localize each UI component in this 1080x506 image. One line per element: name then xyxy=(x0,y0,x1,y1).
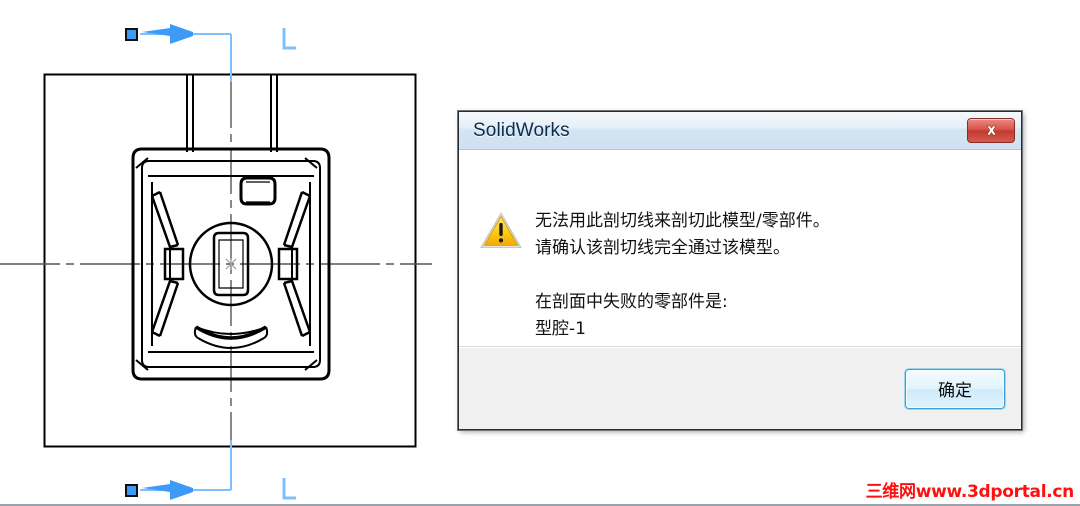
close-icon xyxy=(985,125,997,136)
section-line-handle-top[interactable] xyxy=(125,28,138,41)
dialog-message: 无法用此剖切线来剖切此模型/零部件。 请确认该剖切线完全通过该模型。 在剖面中失… xyxy=(535,208,830,343)
arc-rib xyxy=(195,325,267,340)
warning-triangle-icon xyxy=(480,212,522,248)
center-point-marker xyxy=(225,258,237,270)
message-spacer xyxy=(535,262,830,289)
dialog-titlebar: SolidWorks xyxy=(459,112,1021,150)
dialog-title: SolidWorks xyxy=(473,119,570,141)
part-outline xyxy=(131,147,331,381)
section-direction-arrow-bottom[interactable] xyxy=(142,480,193,500)
section-line-handle-bottom[interactable] xyxy=(125,484,138,497)
dialog-footer: 确定 xyxy=(459,347,1021,429)
dialog-body: 无法用此剖切线来剖切此模型/零部件。 请确认该剖切线完全通过该模型。 在剖面中失… xyxy=(459,150,1021,347)
projection-lines xyxy=(186,75,278,152)
section-letter-bottom[interactable] xyxy=(282,478,296,500)
message-line-1: 无法用此剖切线来剖切此模型/零部件。 xyxy=(535,211,830,231)
close-button[interactable] xyxy=(967,118,1015,143)
site-watermark: 三维网www.3dportal.cn xyxy=(865,482,1075,502)
section-direction-arrow-top[interactable] xyxy=(142,24,193,44)
message-line-5: 型腔-1 xyxy=(535,319,586,339)
section-letter-top[interactable] xyxy=(282,28,296,50)
ok-button[interactable]: 确定 xyxy=(905,368,1005,409)
section-line-group[interactable] xyxy=(125,24,296,500)
solidworks-message-dialog[interactable]: SolidWorks 无法用此剖切线来剖切此模型/零部件。 请 xyxy=(458,111,1022,430)
small-slot xyxy=(239,176,277,206)
message-line-2: 请确认该剖切线完全通过该模型。 xyxy=(535,238,790,258)
center-circle xyxy=(188,221,274,307)
view-border xyxy=(43,73,417,448)
message-line-4: 在剖面中失败的零部件是: xyxy=(535,292,728,312)
bottom-divider xyxy=(0,504,1080,506)
